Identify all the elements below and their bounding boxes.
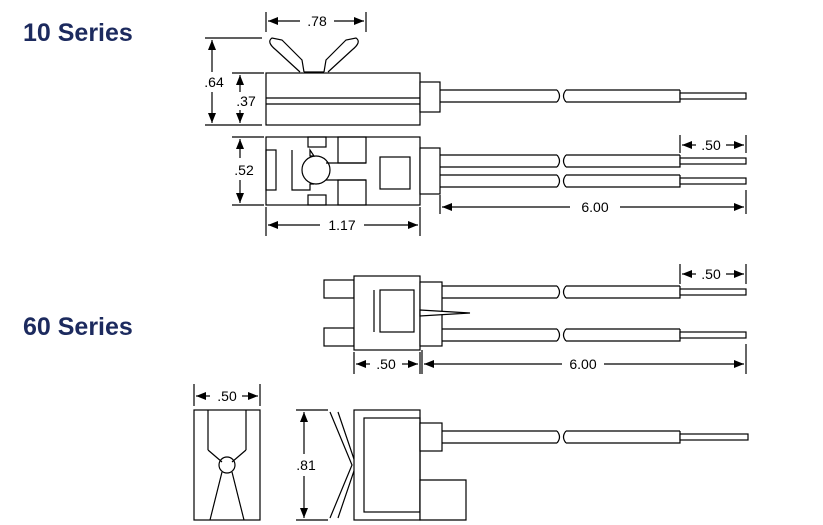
dim-10-width-top: .78 [265,12,367,32]
dim-label-081: .81 [296,457,316,473]
dim-label-052: .52 [234,162,254,178]
series-60-title: 60 Series [23,313,133,341]
dim-label-050: .50 [701,137,721,153]
dim-10-length: 1.17 [265,207,421,236]
dim-10-body-height: .37 [232,72,264,123]
dim-60-end-width: .50 [193,384,261,406]
dim-60-lead-length: 6.00 [421,344,747,374]
dim-label-600: 6.00 [569,356,596,372]
series-60-side-view [329,409,749,521]
dim-label-050: .50 [217,388,237,404]
dim-label-064: .64 [204,74,224,90]
dim-60-height: .81 [296,409,328,521]
series-60-top-view [323,275,747,351]
dim-10-lead-length: 6.00 [439,190,747,215]
series-10-side-view [265,37,747,126]
dim-label-078: .78 [307,13,327,29]
series-10-top-view [265,136,747,206]
dim-label-050: .50 [701,266,721,282]
dim-label-037: .37 [236,93,256,109]
dim-60-tip-length: .50 [679,264,747,284]
series-60-end-view [193,409,261,521]
dim-label-600: 6.00 [581,199,608,215]
dim-label-050: .50 [376,356,396,372]
dim-10-height-lower: .52 [232,136,264,206]
dim-label-117: 1.17 [328,217,355,233]
dim-60-body-width: .50 [353,352,421,374]
dim-10-overall-height: .64 [204,37,262,126]
series-10-title: 10 Series [23,19,133,47]
dim-10-tip-length: .50 [679,135,747,153]
